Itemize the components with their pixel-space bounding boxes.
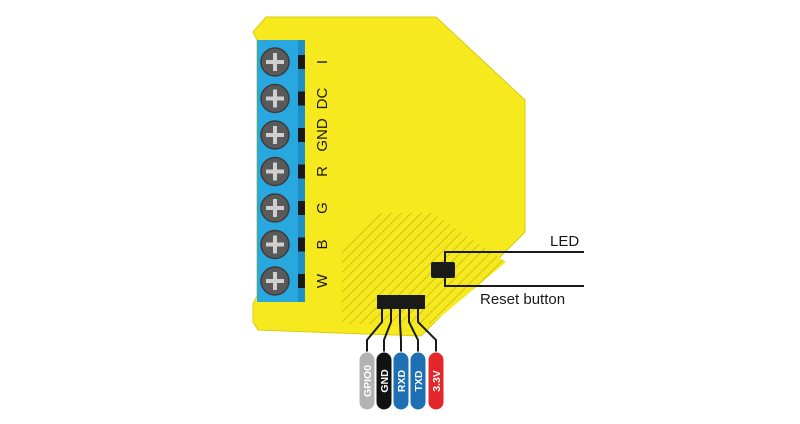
pin-label: GND xyxy=(379,369,391,393)
led-callout-line xyxy=(444,251,584,266)
terminal-notch xyxy=(298,55,305,69)
reset-button-label: Reset button xyxy=(480,291,565,308)
led-label: LED xyxy=(550,233,579,250)
terminal-label: G xyxy=(314,202,331,214)
terminal-notch xyxy=(298,237,305,252)
terminal-g-screw xyxy=(260,193,290,223)
header-leads xyxy=(366,309,437,352)
pin-gnd: GND xyxy=(375,351,393,411)
terminal-b-screw xyxy=(260,229,290,260)
pin-label: GPIO0 xyxy=(362,365,374,397)
pin-label: RXD xyxy=(396,369,408,392)
terminal-label: GND xyxy=(314,118,331,152)
header-connector xyxy=(377,295,425,309)
reset-callout-line xyxy=(444,276,584,287)
terminal-label: I xyxy=(314,60,331,64)
terminal-dc-screw xyxy=(260,83,290,114)
pin-33v: 3.3V xyxy=(427,351,445,411)
terminal-label: B xyxy=(314,239,331,249)
terminal-label: W xyxy=(314,273,331,288)
terminal-r-screw xyxy=(260,156,290,187)
terminal-notch xyxy=(298,164,305,179)
pin-txd: TXD xyxy=(409,351,427,411)
terminal-notch xyxy=(298,201,305,215)
led-component xyxy=(431,262,455,278)
terminal-screws xyxy=(260,47,305,296)
pin-rxd: RXD xyxy=(392,351,410,411)
header-pins: GPIO0 GND RXD TXD 3.3V xyxy=(358,351,445,411)
pin-label: 3.3V xyxy=(431,370,443,392)
terminal-label: R xyxy=(314,166,331,177)
terminal-gnd-screw xyxy=(260,120,290,150)
terminal-label: DC xyxy=(314,88,331,110)
terminal-notch xyxy=(298,128,305,142)
terminal-notch xyxy=(298,91,305,106)
terminal-i-screw xyxy=(260,47,290,77)
terminal-notch xyxy=(298,274,305,288)
pin-gpio0: GPIO0 xyxy=(358,351,376,411)
pin-label: TXD xyxy=(413,370,425,391)
terminal-w-screw xyxy=(260,266,290,296)
